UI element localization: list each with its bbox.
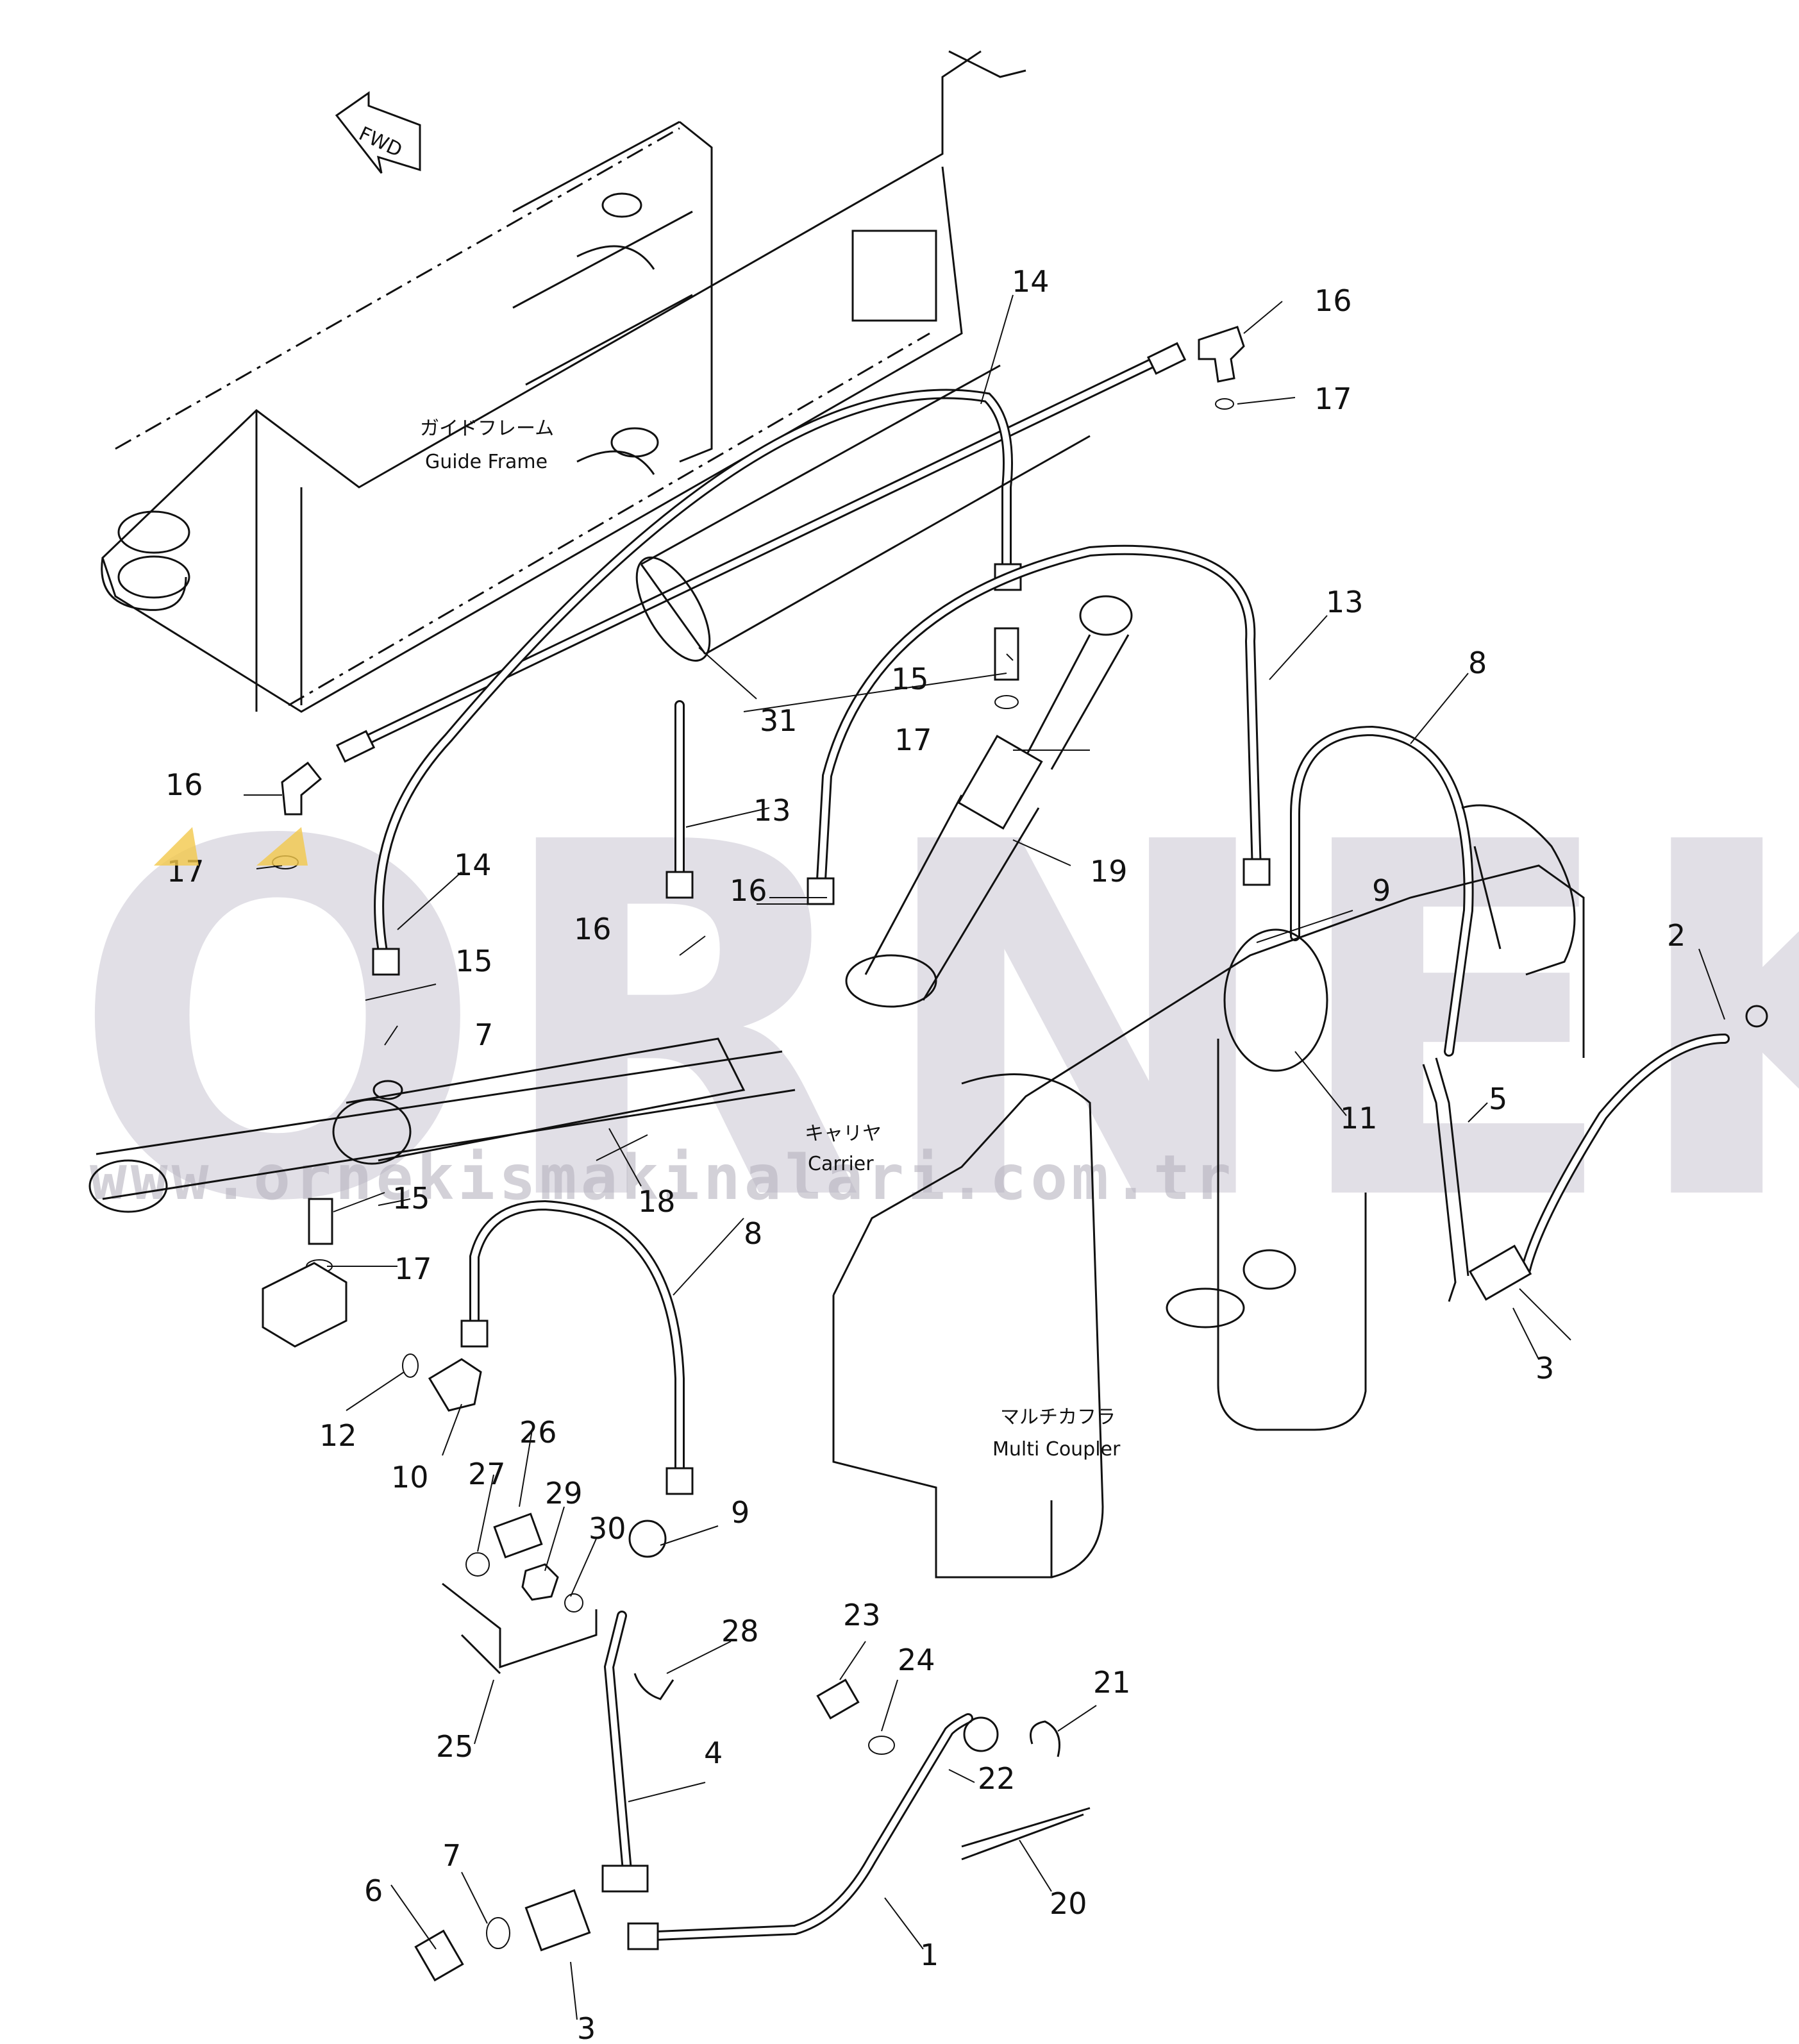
carrier-body (832, 804, 1585, 1579)
part-label-31: 31 (760, 703, 798, 738)
part-label-11: 11 (1340, 1101, 1378, 1135)
hose-2 (1521, 1005, 1768, 1275)
part-label-7-lower: 7 (442, 1838, 461, 1873)
part-label-27: 27 (468, 1457, 506, 1491)
hose-8-lower (460, 1200, 694, 1558)
hose-5 (1422, 1057, 1532, 1302)
leader-lines (244, 294, 1725, 2020)
part-labels: 14 16 17 13 8 31 15 17 16 17 13 14 19 9 … (165, 264, 1686, 2044)
part-label-24: 24 (898, 1643, 935, 1677)
part-label-5: 5 (1489, 1082, 1507, 1116)
part-label-17-center: 17 (894, 723, 932, 757)
part-label-7-left: 7 (474, 1018, 493, 1052)
part-label-15-center: 15 (891, 662, 929, 696)
part-label-16-left: 16 (165, 767, 203, 802)
part-label-14-top: 14 (1012, 264, 1050, 299)
carrier-en: Carrier (808, 1153, 874, 1175)
watermark-url: www.ornekismakinalari.com.tr (90, 1142, 1235, 1214)
guide-frame-jp: ガイドフレーム (420, 417, 554, 440)
carrier-jp: キャリヤ (805, 1123, 882, 1145)
multi-coupler-label: マルチカフラ Multi Coupler (992, 1406, 1121, 1461)
part-label-17-top: 17 (1314, 381, 1352, 416)
part-label-22: 22 (978, 1761, 1016, 1796)
carrier-label: キャリヤ Carrier (805, 1123, 882, 1175)
hose-1 (627, 1713, 999, 1950)
part-label-17-lower: 17 (394, 1252, 432, 1286)
part-label-3-right: 3 (1535, 1351, 1554, 1386)
part-label-20: 20 (1050, 1886, 1087, 1921)
part-label-25: 25 (436, 1729, 474, 1764)
part-label-15-lower: 15 (392, 1181, 430, 1216)
fwd-label: FWD (355, 122, 405, 162)
cylinder-18 (88, 1037, 796, 1213)
small-parts (262, 326, 1245, 1982)
part-label-18: 18 (638, 1184, 676, 1219)
part-label-4: 4 (704, 1736, 723, 1770)
watermark: ORNEK www.ornekismakinalari.com.tr (71, 741, 1799, 1308)
guide-frame (101, 50, 1026, 713)
part-label-23: 23 (843, 1598, 881, 1632)
part-label-16-top: 16 (1314, 283, 1352, 318)
part-label-29: 29 (545, 1476, 583, 1511)
multi-coupler-en: Multi Coupler (992, 1438, 1121, 1461)
fwd-arrow: FWD (335, 91, 421, 174)
guide-frame-en: Guide Frame (425, 451, 548, 473)
part-label-19: 19 (1090, 854, 1128, 889)
part-label-26: 26 (519, 1415, 557, 1450)
part-label-1: 1 (920, 1938, 939, 1972)
part-label-16-mid: 16 (574, 912, 612, 946)
part-label-14-left: 14 (454, 848, 492, 882)
watermark-brand: ORNEK (71, 741, 1799, 1308)
guide-frame-label: ガイドフレーム Guide Frame (420, 417, 554, 473)
part-label-6: 6 (364, 1873, 383, 1908)
part-label-9-right: 9 (1372, 873, 1391, 908)
part-label-9-lower: 9 (731, 1495, 749, 1530)
cylinder-19 (845, 595, 1133, 1008)
hose-8-right (1290, 725, 1474, 1057)
part-label-10: 10 (391, 1460, 429, 1495)
part-label-12: 12 (319, 1418, 357, 1453)
tube-4 (601, 1611, 649, 1893)
part-label-21: 21 (1093, 1665, 1131, 1700)
part-label-8-lower: 8 (744, 1216, 762, 1251)
part-label-3-lower: 3 (577, 2011, 596, 2044)
part-label-30: 30 (589, 1511, 626, 1546)
accent-marks (154, 827, 308, 866)
part-label-15-left: 15 (455, 944, 493, 978)
part-label-28: 28 (721, 1614, 759, 1648)
part-label-13-center: 13 (753, 793, 791, 828)
multi-coupler-jp: マルチカフラ (1000, 1406, 1116, 1428)
part-label-13-right: 13 (1326, 585, 1364, 619)
cylinder-31 (635, 364, 1091, 662)
part-label-16-center: 16 (730, 873, 767, 908)
part-label-2: 2 (1667, 918, 1686, 953)
hose-14-upper (335, 342, 1187, 976)
part-label-8-right: 8 (1468, 646, 1487, 680)
